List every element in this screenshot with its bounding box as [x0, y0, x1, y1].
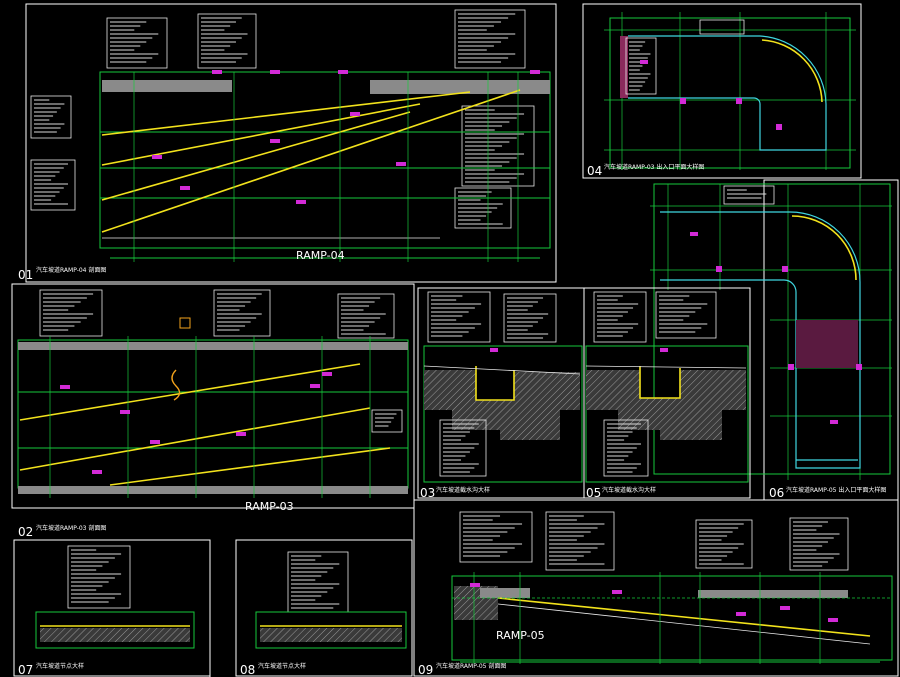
panel-08-number: 08 [240, 663, 255, 677]
plan-06-geometry [650, 183, 892, 480]
elevation-tags [152, 70, 540, 204]
elevation-tags-09 [470, 583, 838, 622]
panel-06-plan-detail: 06 汽车坡道RAMP-05 出入口平面大样图 [650, 179, 899, 501]
panel-06-number: 06 [769, 486, 784, 500]
panel-02-title: 汽车坡道RAMP-03 剖面图 [36, 524, 106, 532]
note-blocks-09 [459, 511, 849, 571]
panel-04-title: 汽车坡道RAMP-03 出入口平面大样图 [604, 163, 704, 171]
plan-04-geometry [604, 12, 856, 170]
panel-02-number: 02 [18, 525, 33, 539]
panel-04-plan-detail: 04 汽车坡道RAMP-03 出入口平面大样图 [582, 3, 862, 179]
panel-01-title: 汽车坡道RAMP-04 剖面图 [36, 266, 106, 274]
panel-05-number: 05 [586, 486, 601, 500]
panel-03-number: 03 [420, 486, 435, 500]
structure [99, 71, 551, 262]
panel-07-title: 汽车坡道节点大样 [36, 662, 84, 670]
panel-07-node-detail: 07 汽车坡道节点大样 [13, 539, 211, 677]
structure-02 [17, 317, 409, 498]
note-blocks [30, 9, 535, 229]
note-blocks-02 [39, 289, 403, 433]
panel-06-title: 汽车坡道RAMP-05 出入口平面大样图 [786, 486, 886, 494]
panel-07-number: 07 [18, 663, 33, 677]
panel-05-trench-detail: 05 汽车坡道截水沟大样 [583, 287, 751, 500]
elevation-tags-02 [60, 372, 332, 474]
ramp03-label: RAMP-03 [245, 500, 294, 513]
structure-09 [451, 572, 893, 664]
panel-05-title: 汽车坡道截水沟大样 [602, 486, 656, 494]
panel-09-ramp05-section: RAMP-05 09 汽车坡道RAMP-05 剖面图 [413, 499, 899, 677]
panel-04-number: 04 [587, 164, 602, 178]
panel-01-number: 01 [18, 268, 33, 282]
plan-04-tags [640, 60, 782, 130]
ramp05-label: RAMP-05 [496, 629, 545, 642]
panel-09-title: 汽车坡道RAMP-05 剖面图 [436, 662, 506, 670]
panel-02-ramp03-section: RAMP-03 02 汽车坡道RAMP-03 剖面图 [11, 283, 415, 539]
panel-03-title: 汽车坡道截水沟大样 [436, 486, 490, 494]
panel-08-node-detail: 08 汽车坡道节点大样 [235, 539, 413, 677]
panel-09-number: 09 [418, 663, 433, 677]
panel-01-ramp04-section: RAMP-04 01 汽车坡道RAMP-04 剖面图 [18, 3, 557, 283]
ramp04-label: RAMP-04 [296, 249, 345, 262]
panel-03-trench-detail: 03 汽车坡道截水沟大样 [417, 287, 585, 500]
plan-06-tags [690, 232, 862, 424]
panel-08-title: 汽车坡道节点大样 [258, 662, 306, 670]
